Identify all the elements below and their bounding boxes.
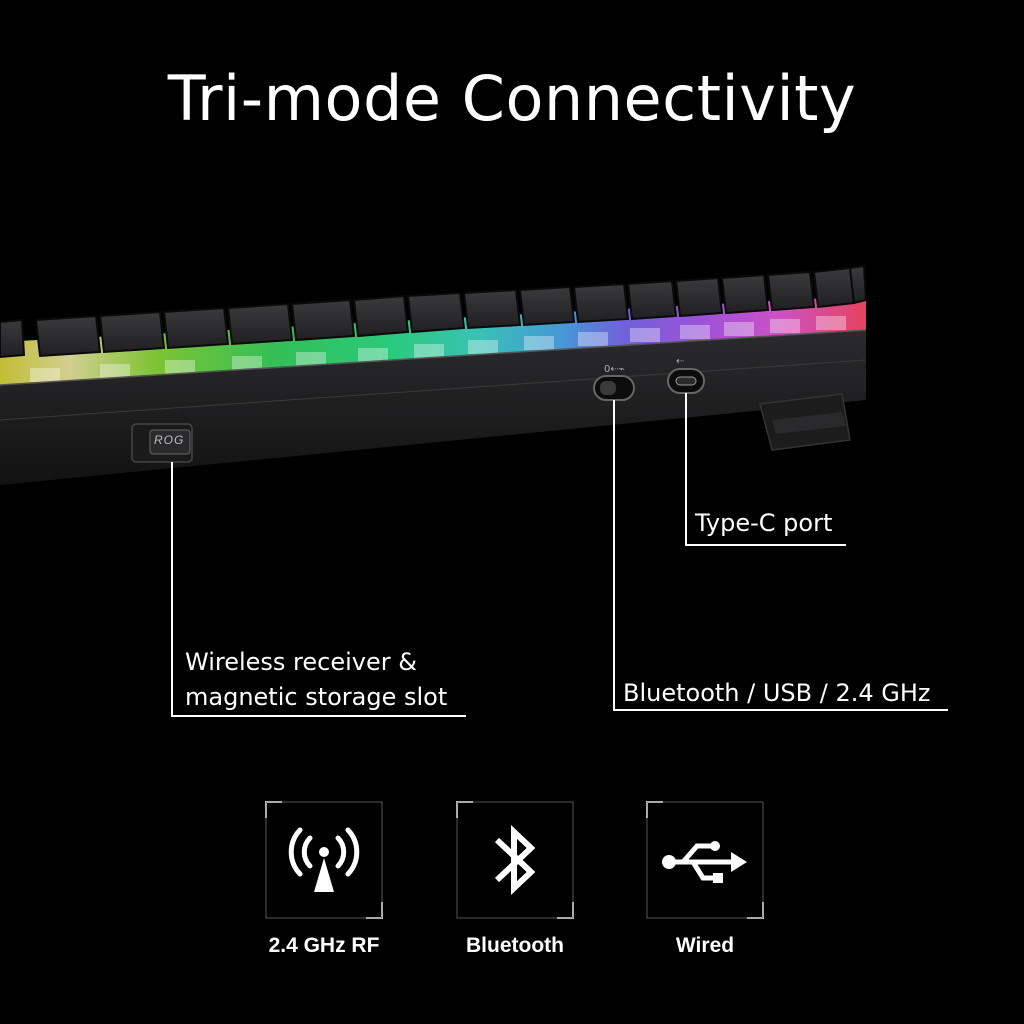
svg-text:⇠: ⇠ [676, 356, 685, 367]
wireless-antenna-icon [288, 827, 360, 877]
mode-24ghz-frame [265, 801, 383, 919]
svg-text:0⇠⌁: 0⇠⌁ [604, 364, 625, 375]
keyboard-body [0, 330, 866, 485]
mode-label-bluetooth: Bluetooth [466, 934, 564, 957]
callout-receiver-line1: Wireless receiver & [185, 648, 417, 676]
page-title: Tri-mode Connectivity [167, 62, 857, 135]
callout-receiver-line2: magnetic storage slot [185, 683, 448, 711]
callout-mode-switch: Bluetooth / USB / 2.4 GHz [623, 679, 931, 707]
rog-logo: ROG [154, 433, 185, 447]
bluetooth-icon [494, 825, 536, 895]
mode-label-24ghz: 2.4 GHz RF [268, 934, 380, 957]
usb-icon [662, 841, 747, 883]
mode-wired-frame [646, 801, 764, 919]
mode-bluetooth-frame [456, 801, 574, 919]
switch-highlights [30, 316, 846, 382]
callout-lines [171, 393, 948, 717]
callout-type-c: Type-C port [695, 509, 833, 537]
mode-label-wired: Wired [675, 934, 735, 957]
keycap-row [0, 264, 868, 359]
